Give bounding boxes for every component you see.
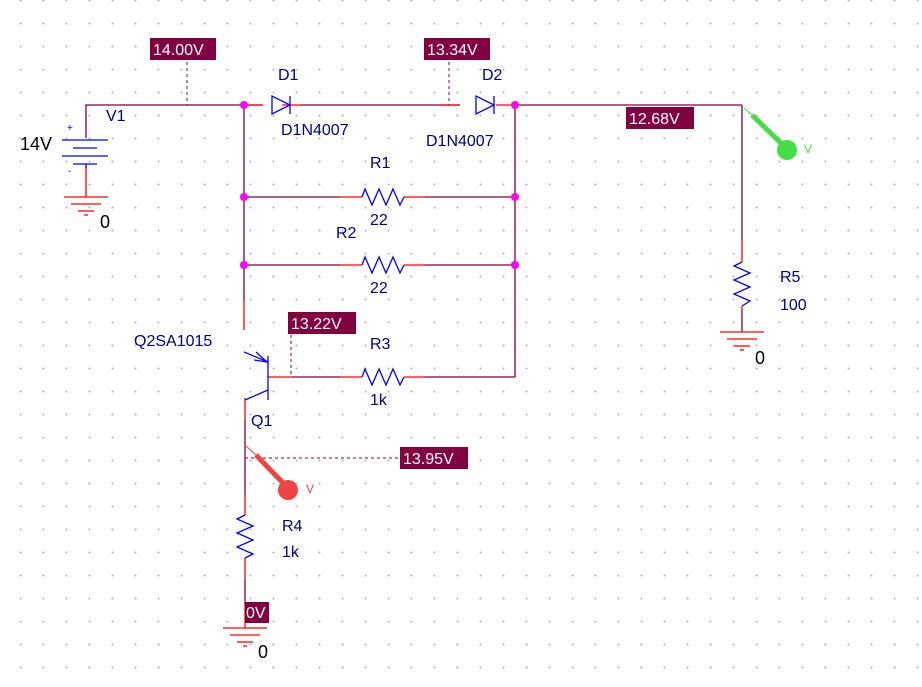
q1-model: Q2SA1015: [134, 333, 212, 350]
r1-ref: R1: [370, 155, 391, 172]
svg-text:12.68V: 12.68V: [629, 111, 680, 128]
r4-ref: R4: [282, 518, 303, 535]
r2-ref: R2: [336, 225, 357, 242]
r5-ref: R5: [780, 269, 801, 286]
voltage-probe-green-icon[interactable]: V: [743, 107, 812, 160]
transistor-q1-icon[interactable]: [243, 351, 270, 401]
resistor-r3-icon[interactable]: [361, 367, 405, 387]
r4-ground-label: 0: [258, 642, 268, 662]
ground-icon: [720, 331, 764, 351]
v1-ref: V1: [106, 108, 126, 125]
r2-value: 22: [370, 280, 388, 297]
ground-icon: [64, 196, 108, 216]
d1-ref: D1: [278, 67, 299, 84]
diode-d1-icon[interactable]: [271, 94, 292, 116]
resistor-r1-icon[interactable]: [361, 187, 405, 207]
svg-text:13.34V: 13.34V: [427, 42, 478, 59]
d2-ref: D2: [482, 67, 503, 84]
pin-stubs: [85, 104, 743, 628]
diode-d2-icon[interactable]: [475, 94, 496, 116]
d1-model: D1N4007: [281, 122, 349, 139]
q1-ref: Q1: [251, 413, 272, 430]
junctions: [240, 101, 519, 269]
r1-value: 22: [370, 212, 388, 229]
svg-text:V: V: [306, 482, 314, 496]
voltage-marker[interactable]: 14.00V: [150, 38, 216, 60]
voltage-marker[interactable]: 0V: [245, 602, 269, 623]
svg-text:-: -: [68, 166, 71, 177]
resistor-r2-icon[interactable]: [361, 255, 405, 275]
svg-text:13.22V: 13.22V: [291, 316, 342, 333]
svg-text:0V: 0V: [246, 605, 266, 622]
voltage-marker[interactable]: 12.68V: [626, 107, 694, 129]
resistor-r5-icon[interactable]: [732, 261, 752, 307]
voltage-marker[interactable]: 13.34V: [424, 38, 490, 60]
battery-v1[interactable]: + -: [62, 123, 108, 177]
voltage-marker[interactable]: 13.22V: [288, 312, 356, 334]
r3-ref: R3: [370, 336, 391, 353]
r5-ground-label: 0: [755, 348, 765, 368]
v1-value: 14V: [20, 134, 52, 154]
svg-text:V: V: [804, 142, 812, 156]
ground-icon: [223, 627, 267, 647]
resistor-r4-icon[interactable]: [235, 514, 255, 559]
v1-ground-label: 0: [100, 212, 110, 232]
svg-text:14.00V: 14.00V: [153, 42, 204, 59]
svg-text:13.95V: 13.95V: [403, 451, 454, 468]
voltage-marker[interactable]: 13.95V: [400, 447, 468, 469]
svg-text:+: +: [67, 123, 73, 134]
d2-model: D1N4007: [426, 133, 494, 150]
r4-value: 1k: [282, 544, 300, 561]
voltage-probe-red-icon[interactable]: V: [245, 445, 314, 500]
r3-value: 1k: [370, 392, 388, 409]
r5-value: 100: [780, 297, 807, 314]
wires: [85, 104, 743, 605]
